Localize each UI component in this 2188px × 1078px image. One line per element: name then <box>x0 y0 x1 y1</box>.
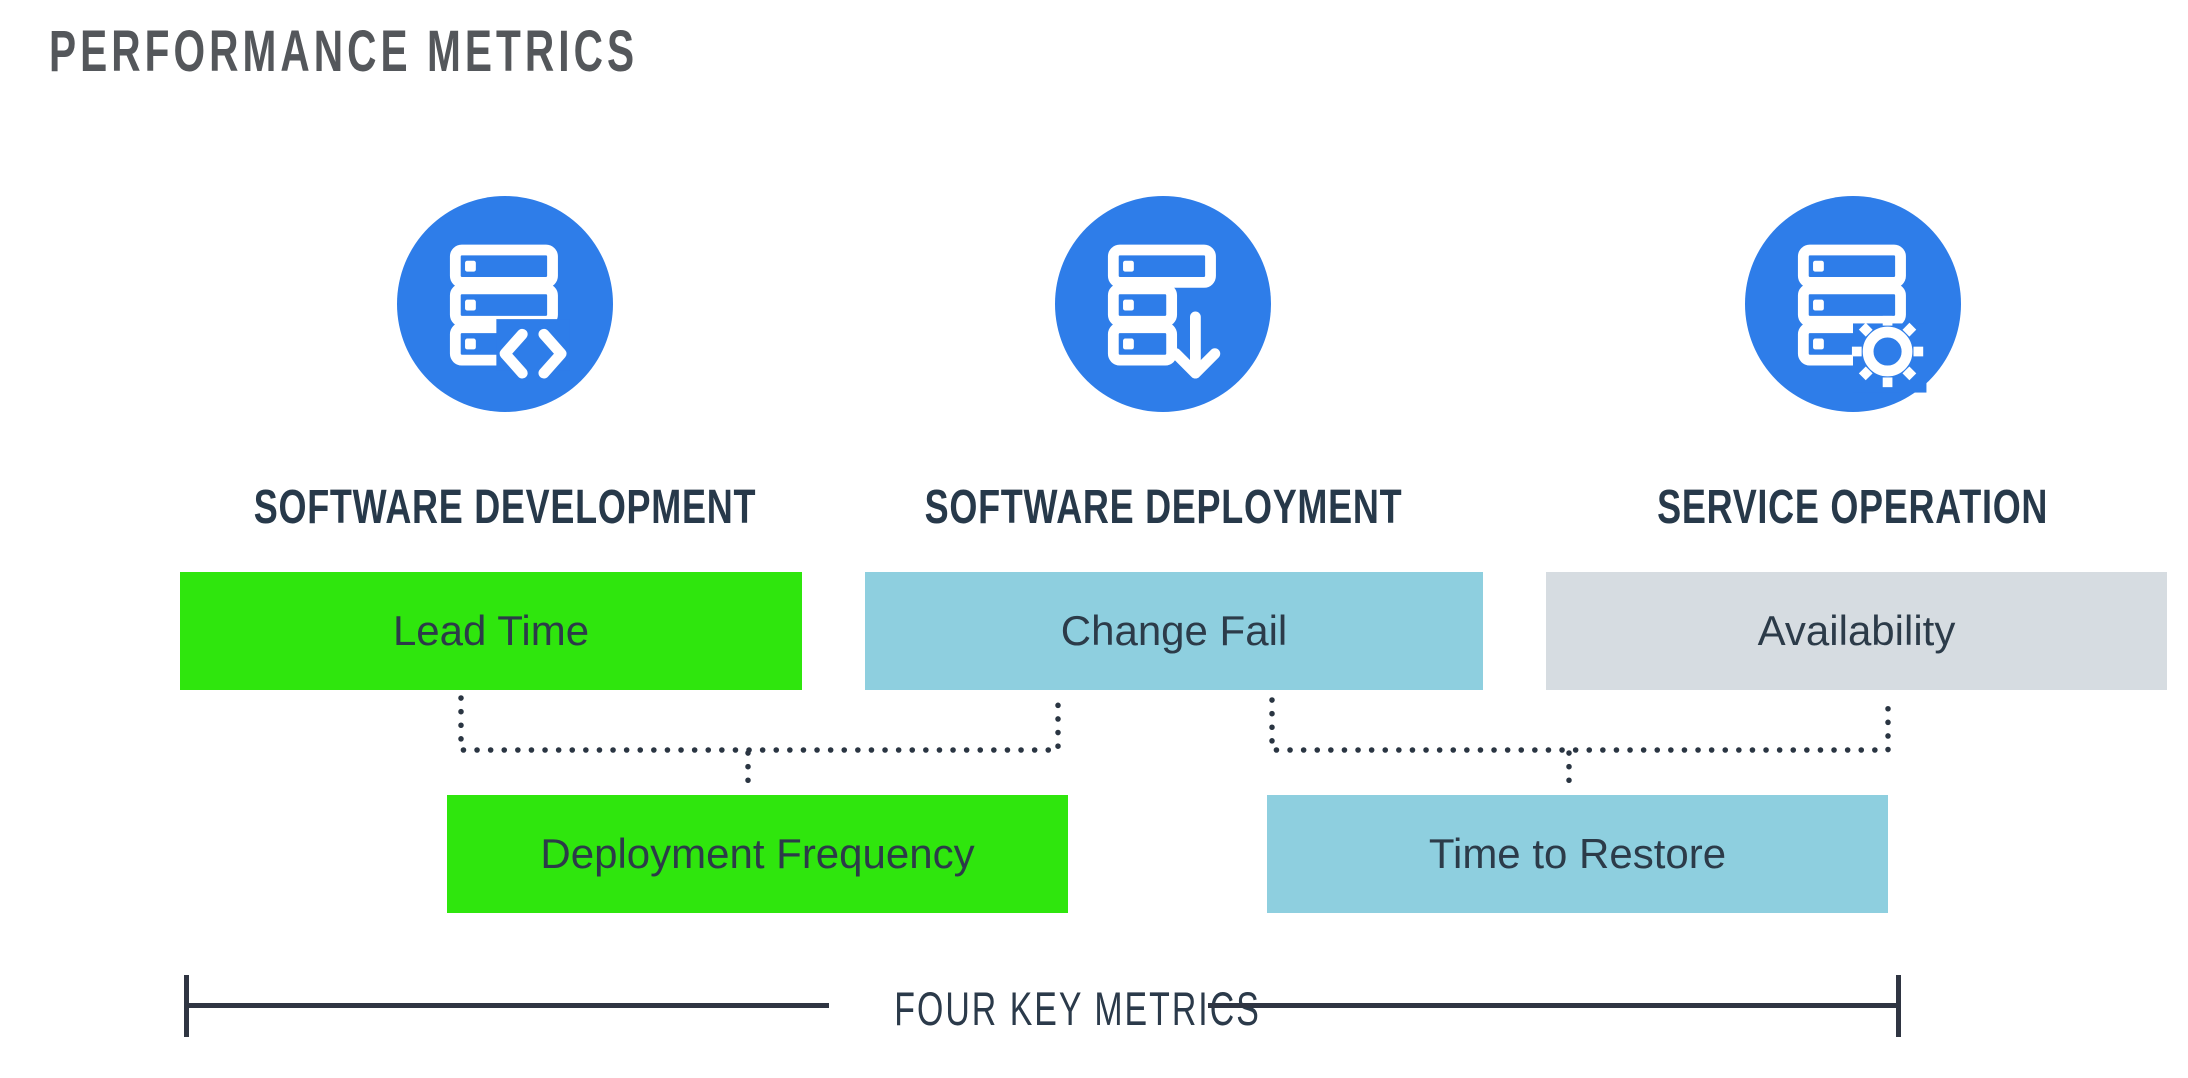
metric-label: Deployment Frequency <box>540 830 975 877</box>
metric-bar-availability: Availability <box>1546 572 2167 690</box>
metric-label: Time to Restore <box>1428 830 1727 877</box>
metric-label: Lead Time <box>392 607 590 654</box>
footer-label: FOUR KEY METRICS <box>894 982 1261 1035</box>
metric-label: Change Fail <box>1060 607 1288 654</box>
metric-bar-time-to-restore: Time to Restore <box>1267 795 1888 913</box>
bracket-line-left <box>186 1003 829 1008</box>
page-title: PERFORMANCE METRICS <box>49 19 639 84</box>
server-gear-icon <box>1745 196 1961 412</box>
metric-bar-deployment-frequency: Deployment Frequency <box>447 795 1068 913</box>
bracket-tick-right <box>1896 975 1901 1037</box>
metric-bar-change-fail: Change Fail <box>865 572 1483 690</box>
column-heading-service-operation: SERVICE OPERATION <box>1657 481 2049 534</box>
bracket-line-right <box>1208 1003 1898 1008</box>
metric-bar-lead-time: Lead Time <box>180 572 802 690</box>
server-code-icon <box>397 196 613 412</box>
connector-left-bracket <box>458 695 1061 753</box>
column-heading-software-deployment: SOFTWARE DEPLOYMENT <box>924 481 1402 534</box>
metric-label: Availability <box>1757 607 1956 654</box>
server-download-icon <box>1055 196 1271 412</box>
connector-right-bracket <box>1269 695 1891 753</box>
column-heading-software-development: SOFTWARE DEVELOPMENT <box>253 481 757 534</box>
